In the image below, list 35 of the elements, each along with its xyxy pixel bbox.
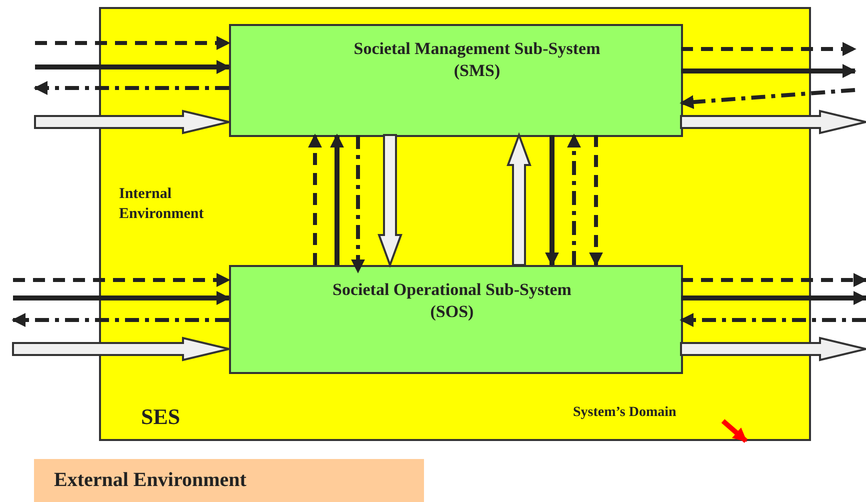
subsystem-box [229,265,683,374]
arrow [13,273,230,287]
arrow [680,88,856,110]
arrow [545,135,559,266]
block-arrow [378,134,402,268]
environment-label: Internal Environment [119,185,205,224]
subsystem-box [229,24,683,137]
block-arrow [506,132,532,266]
system-panel [99,7,811,441]
pointer-arrow [721,419,748,443]
environment-band [34,459,424,502]
system-label: SES [141,404,180,430]
arrow [567,134,581,265]
block-arrow [680,110,866,134]
arrow [351,135,365,274]
arrow [12,313,229,327]
arrow [681,64,856,78]
arrow [681,42,856,56]
environment-title: External Environment [54,469,248,492]
arrow [308,134,322,265]
arrow [35,36,230,50]
arrow [680,313,866,327]
subsystem-title: Societal Operational Sub-System (SOS) [332,279,572,323]
block-arrow [12,336,230,362]
arrow [681,291,866,305]
arrow [589,135,603,266]
arrow [34,81,229,95]
subsystem-title: Societal Management Sub-System (SMS) [352,38,602,82]
arrow [13,291,230,305]
domain-text: System’s Domain [573,405,676,421]
arrow [681,273,866,287]
block-arrow [34,110,230,134]
arrow [35,60,230,74]
block-arrow [680,336,866,362]
arrow [330,134,344,265]
